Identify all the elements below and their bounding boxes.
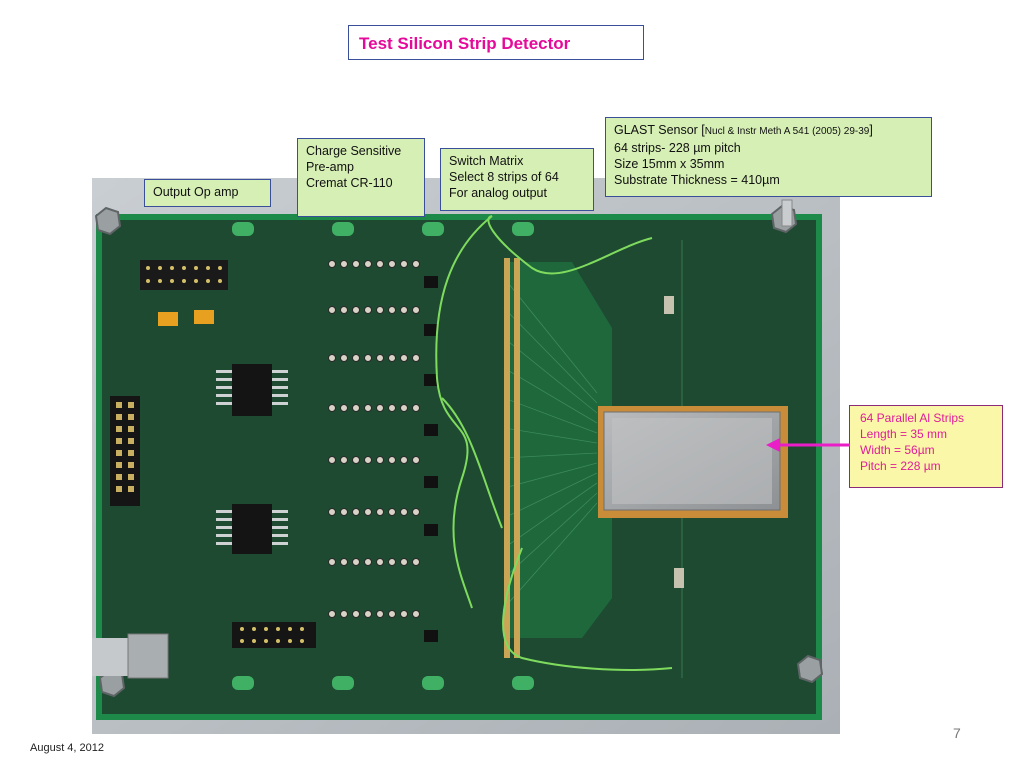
slide-title: Test Silicon Strip Detector (359, 34, 571, 53)
al-strips-line: Pitch = 228 µm (860, 459, 941, 473)
al-strips-label: 64 Parallel Al Strips Length = 35 mm Wid… (849, 405, 1003, 488)
page-number: 7 (953, 725, 961, 741)
pcb-photo (92, 178, 840, 734)
charge-sensitive-line: Pre-amp (306, 160, 354, 174)
glast-line: Size 15mm x 35mm (614, 157, 725, 171)
glast-title: GLAST Sensor [ (614, 123, 705, 137)
glast-title-line: GLAST Sensor [Nucl & Instr Meth A 541 (2… (614, 122, 923, 140)
glast-close: ] (869, 123, 873, 137)
switch-matrix-label: Switch Matrix Select 8 strips of 64 For … (440, 148, 594, 211)
switch-matrix-line: Select 8 strips of 64 (449, 170, 559, 184)
wire (441, 397, 503, 529)
slide-date: August 4, 2012 (30, 742, 105, 754)
wire (487, 215, 653, 275)
ic-u4 (232, 504, 272, 554)
charge-sensitive-label: Charge Sensitive Pre-amp Cremat CR-110 (297, 138, 425, 217)
glast-sensor-label: GLAST Sensor [Nucl & Instr Meth A 541 (2… (605, 117, 932, 197)
glast-line: 64 strips- 228 µm pitch (614, 141, 741, 155)
charge-sensitive-line: Cremat CR-110 (306, 176, 393, 190)
title-box: Test Silicon Strip Detector (348, 25, 644, 60)
wire (502, 547, 673, 671)
glast-line: Substrate Thickness = 410µm (614, 173, 780, 187)
wire (435, 215, 493, 609)
arrow-icon (766, 438, 850, 452)
output-op-amp-label: Output Op amp (144, 179, 271, 207)
output-op-amp-text: Output Op amp (153, 185, 239, 199)
al-strips-line: 64 Parallel Al Strips (860, 411, 965, 425)
switch-matrix-line: Switch Matrix (449, 154, 524, 168)
charge-sensitive-line: Charge Sensitive (306, 144, 402, 158)
switch-matrix-line: For analog output (449, 186, 547, 200)
al-strips-line: Length = 35 mm (860, 427, 948, 441)
glast-ref: Nucl & Instr Meth A 541 (2005) 29-39 (704, 126, 870, 137)
ic-u3 (232, 364, 272, 416)
al-strips-line: Width = 56µm (860, 443, 935, 457)
